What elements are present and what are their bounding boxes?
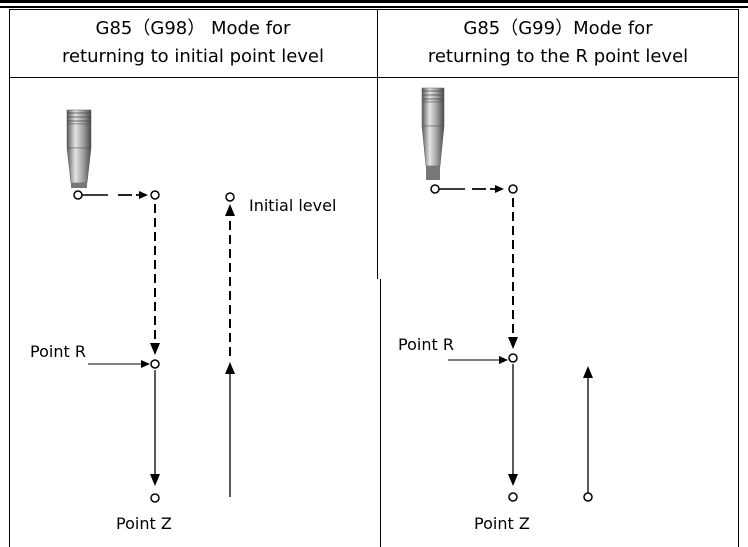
right-tap-tool-icon [421,87,445,180]
right-r-point-node [508,353,518,363]
left-point-r-label: Point R [30,342,86,361]
right-rapid-down-to-r [508,198,518,349]
left-initial-level-label: Initial level [249,196,336,215]
left-start-point-icon [73,190,108,200]
left-rapid-to-position [118,191,148,199]
left-position-node [150,190,160,200]
left-initial-level-node [225,192,235,202]
column-divider-lower [380,279,381,547]
right-start-point-icon [430,184,465,194]
header-separator [9,77,739,78]
left-title-line2: returning to initial point level [61,46,325,67]
right-point-r-arrow [448,356,508,364]
top-rule-thin [0,6,748,8]
right-title-line2: returning to the R point level [427,46,689,67]
left-feed-to-z [150,370,160,486]
right-position-node [508,184,518,194]
right-panel-title: G85（G99）Mode for returning to the R poin… [378,10,738,76]
left-panel-title: G85（G98） Mode for returning to initial p… [10,10,376,76]
right-feed-to-z [508,364,518,486]
left-tap-tool-icon [66,109,92,188]
right-feed-out-arrow [583,366,593,493]
right-rapid-to-position [472,185,504,193]
top-rule-thick [0,0,748,3]
right-return-node [583,492,593,502]
left-z-point-node [150,493,160,503]
right-point-z-label: Point Z [474,514,530,533]
right-z-point-node [508,492,518,502]
right-point-r-label: Point R [398,335,454,354]
right-title-line1: G85（G99）Mode for [463,18,653,39]
left-feed-out-arrow [225,362,235,497]
column-divider [377,9,378,279]
left-title-line1: G85（G98） Mode for [95,18,291,39]
left-rapid-down-to-r [150,204,160,355]
comparison-table [9,9,739,547]
left-point-r-arrow [88,360,150,368]
left-rapid-up-to-initial [225,204,235,356]
left-r-point-node [150,359,160,369]
left-point-z-label: Point Z [116,514,172,533]
